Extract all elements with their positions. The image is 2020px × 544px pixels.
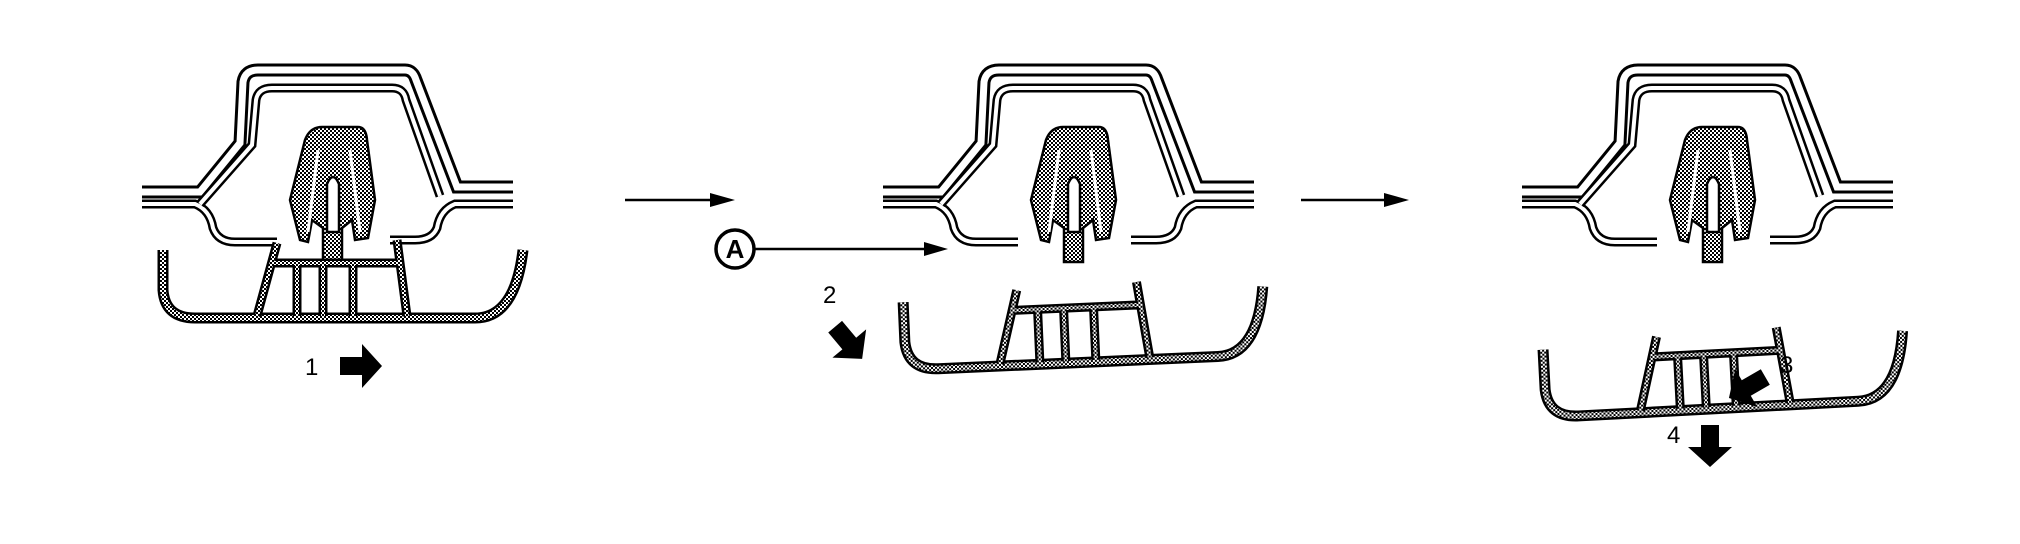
step-label-4: 4 — [1667, 422, 1680, 449]
direction-arrow-right-icon — [340, 344, 382, 388]
panel-3-trim-tray — [1543, 321, 1907, 418]
direction-arrow-down-right-icon — [818, 312, 879, 373]
direction-arrow-down-icon — [1688, 425, 1732, 467]
transition-arrowhead-2-icon — [1384, 193, 1409, 207]
callout-arrowhead-icon — [924, 242, 948, 256]
panel-step-1: 1 — [142, 70, 523, 388]
callout-a: A — [714, 228, 948, 270]
callout-a-label: A — [726, 234, 745, 264]
step-label-3: 3 — [1780, 352, 1793, 379]
step-label-1: 1 — [305, 354, 318, 381]
panel-step-3: 3 4 — [1522, 70, 1906, 467]
step-label-2: 2 — [823, 282, 836, 309]
transition-arrowhead-1-icon — [710, 193, 735, 207]
panel-1-clip-assembly — [142, 70, 513, 262]
panel-step-2: A 2 — [714, 70, 1266, 373]
panel-3-clip-assembly — [1522, 70, 1893, 262]
panel-2-trim-tray — [903, 277, 1266, 371]
panel-2-clip-assembly — [883, 70, 1254, 262]
